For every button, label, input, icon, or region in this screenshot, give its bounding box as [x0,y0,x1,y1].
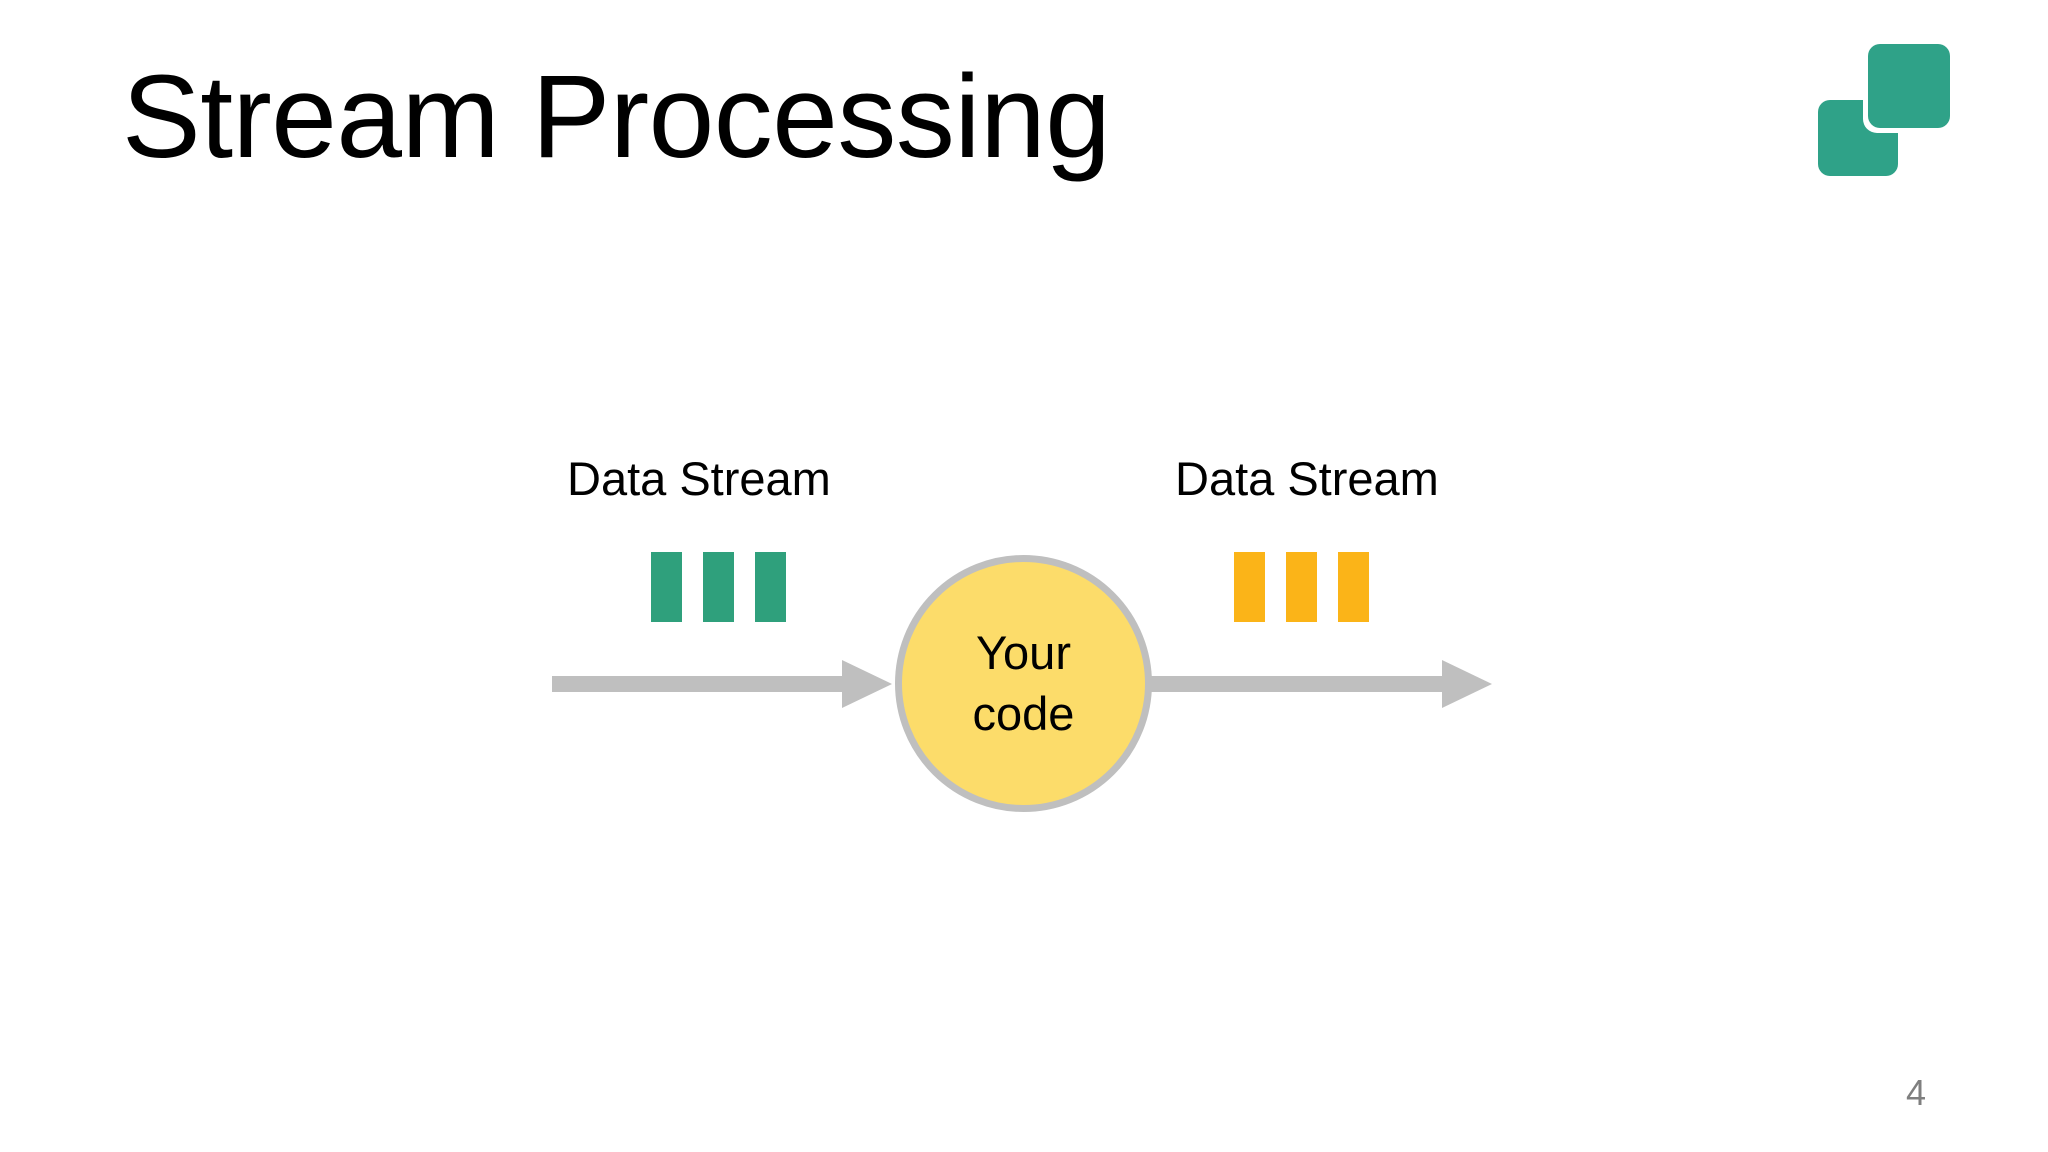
output-packet-bar [1286,552,1317,622]
your-code-node: Your code [895,555,1152,812]
page-title: Stream Processing [122,51,1111,183]
input-packet-bar [651,552,682,622]
input-stream-label: Data Stream [567,452,831,505]
logo-front-square [1868,44,1950,128]
output-packet-bar [1234,552,1265,622]
output-packet-group [1234,552,1369,622]
input-packet-bar [755,552,786,622]
input-packet-bar [703,552,734,622]
output-arrow-icon [1140,660,1492,708]
output-stream-label: Data Stream [1175,452,1439,505]
your-code-label: Your code [972,626,1075,740]
two-overlapping-squares-logo [1818,40,1950,176]
output-packet-bar [1338,552,1369,622]
input-packet-group [651,552,786,622]
page-number: 4 [1906,1072,1927,1113]
input-arrow-icon [552,660,892,708]
